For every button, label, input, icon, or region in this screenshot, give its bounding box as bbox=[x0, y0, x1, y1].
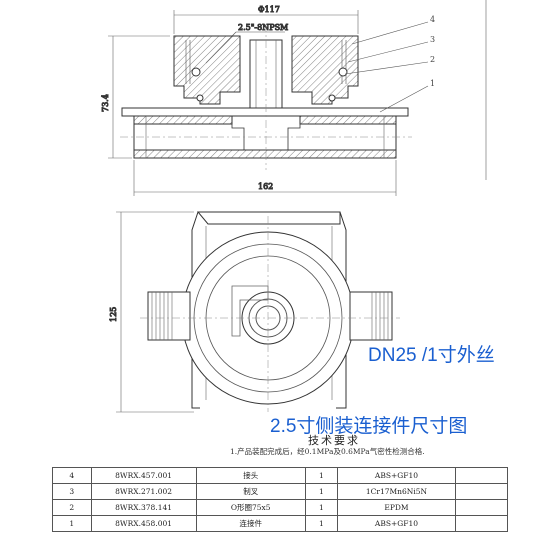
row-material: ABS+GF10 bbox=[336, 515, 457, 532]
technical-note: 1.产品装配完成后，经0.1MPa及0.6MPa气密性检测合格. bbox=[230, 447, 425, 456]
row-no: 4 bbox=[52, 467, 92, 484]
row-qty: 1 bbox=[304, 467, 338, 484]
dim-top-width: Φ117 bbox=[258, 5, 280, 14]
top-view: 125 bbox=[109, 211, 400, 413]
caption-annotation: 2.5寸侧装连接件尺寸图 bbox=[270, 416, 468, 437]
row-qty: 1 bbox=[304, 499, 338, 516]
row-remark bbox=[455, 515, 508, 532]
row-name: 连接件 bbox=[195, 515, 306, 532]
bill-of-materials: 4 8WRX.457.001 接头 1 ABS+GF10 3 8WRX.271.… bbox=[52, 467, 508, 532]
dim-side-height: 125 bbox=[109, 307, 118, 322]
row-material: ABS+GF10 bbox=[336, 467, 457, 484]
row-qty: 1 bbox=[304, 483, 338, 500]
table-row: 2 8WRX.378.141 O形圈75x5 1 EPDM bbox=[52, 499, 508, 516]
row-name: 制叉 bbox=[195, 483, 306, 500]
table-row: 3 8WRX.271.002 制叉 1 1Cr17Mn6Ni5N bbox=[52, 483, 508, 500]
row-code: 8WRX.378.141 bbox=[90, 499, 197, 516]
row-code: 8WRX.457.001 bbox=[90, 467, 197, 484]
row-no: 2 bbox=[52, 499, 92, 516]
dim-height: 73.4 bbox=[101, 94, 110, 112]
row-no: 1 bbox=[52, 515, 92, 532]
balloon-2: 2 bbox=[430, 55, 435, 64]
balloon-1: 1 bbox=[430, 79, 435, 88]
row-remark bbox=[455, 483, 508, 500]
row-code: 8WRX.458.001 bbox=[90, 515, 197, 532]
row-qty: 1 bbox=[304, 515, 338, 532]
front-section-view: Φ117 2.5"-8NPSM bbox=[101, 5, 429, 196]
thread-note-annotation: DN25 /1寸外丝 bbox=[368, 345, 495, 366]
row-code: 8WRX.271.002 bbox=[90, 483, 197, 500]
row-material: EPDM bbox=[336, 499, 457, 516]
dim-length: 162 bbox=[258, 182, 273, 191]
row-name: 接头 bbox=[195, 467, 306, 484]
row-remark bbox=[455, 467, 508, 484]
table-row: 4 8WRX.457.001 接头 1 ABS+GF10 bbox=[52, 467, 508, 484]
row-remark bbox=[455, 499, 508, 516]
row-name: O形圈75x5 bbox=[195, 499, 306, 516]
table-row: 1 8WRX.458.001 连接件 1 ABS+GF10 bbox=[52, 515, 508, 532]
row-no: 3 bbox=[52, 483, 92, 500]
technical-requirements-title: 技术要求 bbox=[308, 434, 360, 447]
balloon-4: 4 bbox=[430, 15, 435, 24]
balloon-3: 3 bbox=[430, 35, 435, 44]
dim-thread: 2.5"-8NPSM bbox=[238, 23, 288, 32]
row-material: 1Cr17Mn6Ni5N bbox=[336, 483, 457, 500]
